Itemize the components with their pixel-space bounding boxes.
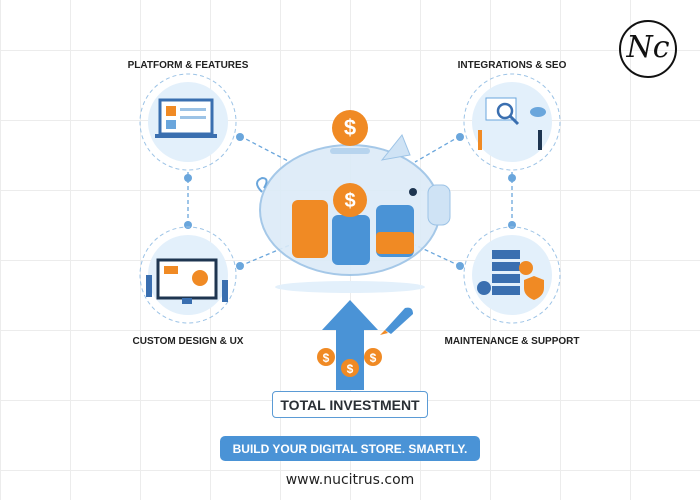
platform-features-label: PLATFORM & FEATURES	[127, 60, 249, 71]
maintenance-icon	[463, 226, 561, 324]
custom-design-label: CUSTOM DESIGN & UX	[132, 336, 244, 347]
piggy-bank	[256, 110, 451, 293]
website-url: www.nucitrus.com	[285, 472, 415, 488]
coin-symbol: $	[344, 190, 355, 212]
maintenance-support-label: MAINTENANCE & SUPPORT	[444, 336, 580, 347]
total-investment-label: TOTAL INVESTMENT	[272, 391, 428, 418]
design-icon	[139, 226, 237, 324]
integrations-icon	[463, 73, 561, 171]
platform-icon	[139, 73, 237, 171]
coin-symbol: $	[323, 351, 330, 365]
coin-symbol: $	[344, 115, 356, 140]
rocket-icon	[380, 307, 413, 335]
small-coins	[317, 348, 382, 377]
coin-symbol: $	[370, 351, 377, 365]
integrations-seo-label: INTEGRATIONS & SEO	[457, 60, 567, 71]
growth-arrow	[322, 300, 378, 390]
nucitrus-logo: Nc	[618, 18, 678, 78]
tagline-banner: BUILD YOUR DIGITAL STORE. SMARTLY.	[220, 436, 480, 461]
coin-symbol: $	[347, 362, 354, 376]
